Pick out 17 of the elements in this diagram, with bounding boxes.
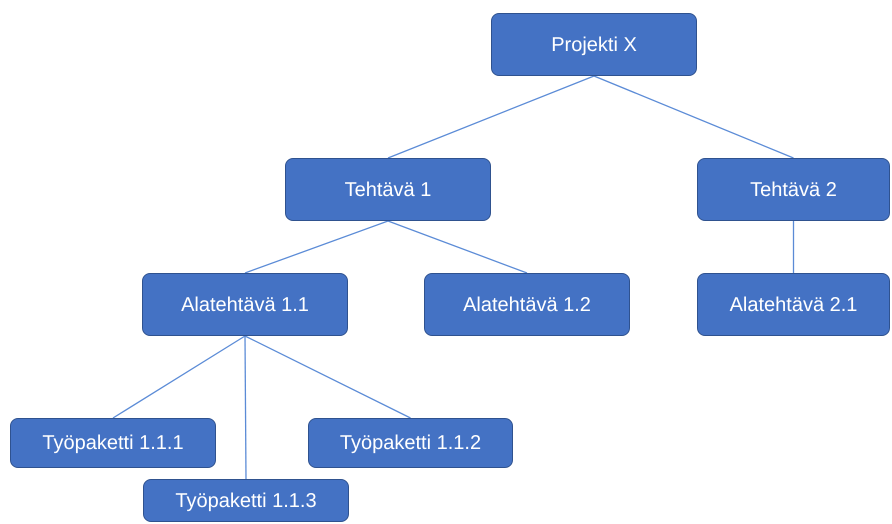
- task-box: Alatehtävä 1.2: [424, 273, 630, 336]
- task-box: Tehtävä 1: [285, 158, 491, 221]
- connector-line: [594, 75, 794, 159]
- connector-line: [244, 335, 411, 419]
- connector-line: [792, 221, 794, 273]
- task-box: Työpaketti 1.1.2: [308, 418, 513, 468]
- task-box: Tehtävä 2: [697, 158, 890, 221]
- task-box: Alatehtävä 1.1: [142, 273, 348, 336]
- task-box: Työpaketti 1.1.1: [10, 418, 216, 468]
- task-box: Alatehtävä 2.1: [697, 273, 890, 336]
- task-box: Työpaketti 1.1.3: [143, 479, 349, 522]
- connector-line: [244, 336, 247, 479]
- connector-line: [244, 220, 388, 274]
- connector-line: [388, 75, 594, 159]
- connector-line: [112, 335, 246, 419]
- task-box: Projekti X: [491, 13, 697, 76]
- connector-line: [388, 220, 528, 274]
